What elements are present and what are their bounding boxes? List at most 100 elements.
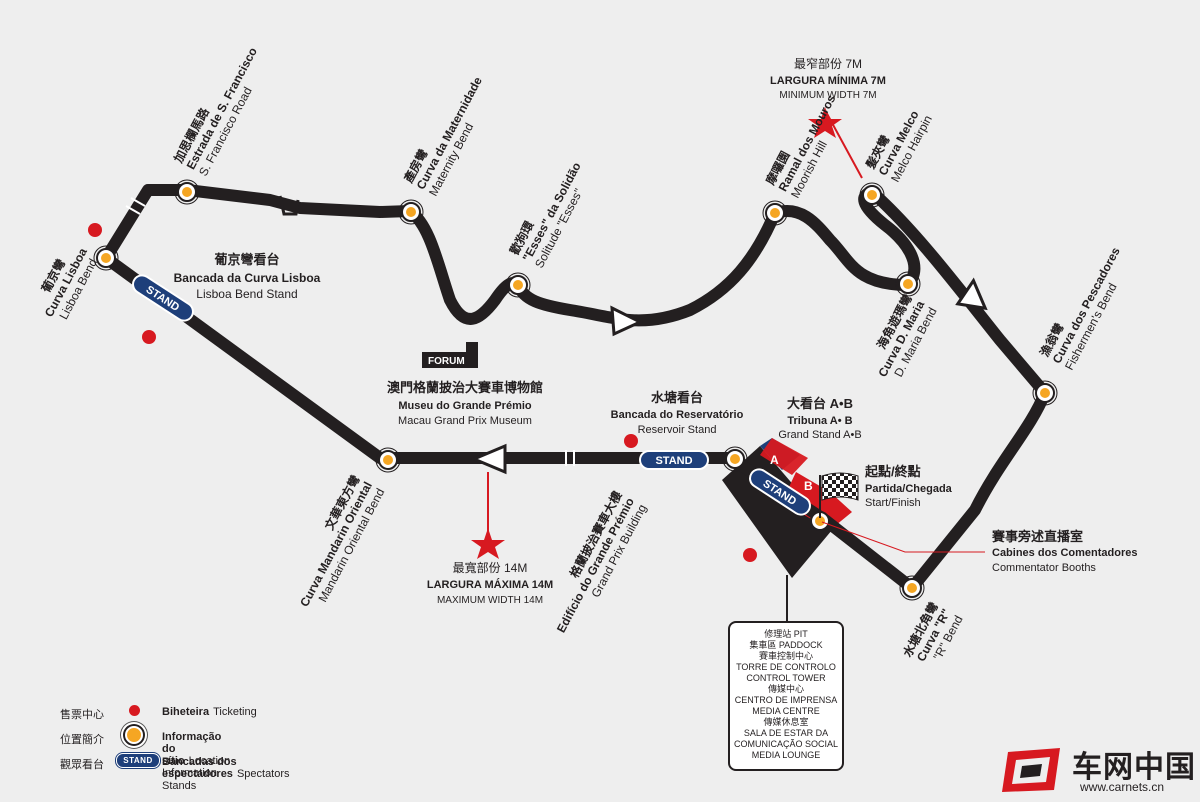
svg-text:Bancada da Curva Lisboa: Bancada da Curva Lisboa bbox=[174, 271, 321, 285]
checkered-flag-icon bbox=[819, 472, 859, 518]
logo-mark-icon bbox=[1002, 748, 1060, 792]
logo-url: www.carnets.cn bbox=[1080, 780, 1165, 794]
location-info-icon bbox=[174, 179, 200, 205]
corner-label-pescadores: 漁翁彎 Curva dos Pescadores Fishermen's Ben… bbox=[1036, 245, 1123, 373]
svg-text:Grand Stand A•B: Grand Stand A•B bbox=[778, 429, 861, 441]
label-commentator: 賽事旁述直播室 Cabines dos Comentadores Comment… bbox=[991, 529, 1137, 574]
bridge-marks bbox=[125, 195, 575, 466]
location-info-icon bbox=[375, 447, 401, 473]
ticketing-dot bbox=[743, 548, 757, 562]
track bbox=[100, 184, 1051, 594]
ticketing-icon bbox=[116, 704, 156, 720]
svg-text:賽事旁述直播室: 賽事旁述直播室 bbox=[991, 529, 1083, 544]
label-min-width: 最窄部份 7M LARGURA MÍNIMA 7M MINIMUM WIDTH … bbox=[770, 56, 886, 101]
grandstand-b-label: B bbox=[804, 479, 813, 493]
legend-en: Spectators Stands bbox=[162, 768, 290, 792]
location-info-icon bbox=[93, 245, 119, 271]
ticketing-dot bbox=[88, 223, 102, 237]
grandstand-ab: A B bbox=[760, 438, 852, 530]
pit-line: 修理站 PIT bbox=[764, 629, 808, 639]
arrow-icon bbox=[610, 305, 644, 337]
location-info-icon bbox=[859, 182, 885, 208]
svg-text:MAXIMUM WIDTH 14M: MAXIMUM WIDTH 14M bbox=[437, 595, 543, 606]
location-info-icon bbox=[116, 726, 156, 745]
svg-text:最窄部份 7M: 最窄部份 7M bbox=[794, 56, 862, 71]
pit-line: CENTRO DE IMPRENSA bbox=[734, 695, 838, 705]
corner-label-lisboa: 葡京彎 Curva Lisboa Lisboa Bend bbox=[38, 245, 101, 321]
location-info-icon bbox=[722, 446, 748, 472]
commentator-leader bbox=[821, 521, 985, 553]
svg-text:最寬部份 14M: 最寬部份 14M bbox=[453, 560, 528, 575]
ticketing-points bbox=[88, 223, 757, 562]
arrow-icon bbox=[470, 443, 507, 475]
legend-pt: Informação do sítio bbox=[162, 731, 222, 767]
info-markers bbox=[93, 179, 1058, 601]
legend-zh: 售票中心 bbox=[60, 709, 104, 721]
legend-en: Location Information bbox=[162, 755, 231, 779]
svg-text:Start/Finish: Start/Finish bbox=[865, 497, 921, 509]
pit-line: TORRE DE CONTROLO bbox=[736, 662, 836, 672]
svg-text:Macau Grand Prix Museum: Macau Grand Prix Museum bbox=[398, 415, 532, 427]
label-startfinish: 起點/終點 Partida/Chegada Start/Finish bbox=[864, 464, 953, 509]
corner-label-maternidade: 產房彎 Curva da Maternidade Maternity Bend bbox=[400, 74, 485, 198]
label-museum: 澳門格蘭披治大賽車博物館 Museu do Grande Prémio Maca… bbox=[387, 380, 543, 427]
svg-text:Tribuna A• B: Tribuna A• B bbox=[787, 415, 852, 427]
pit-line: 賽車控制中心 bbox=[758, 651, 813, 661]
label-lisboa-stand: 葡京彎看台 Bancada da Curva Lisboa Lisboa Ben… bbox=[174, 252, 321, 301]
stand-badge-icon: STAND bbox=[116, 753, 160, 770]
legend-zh: 位置簡介 bbox=[60, 734, 104, 746]
legend-pt: Bancadas dos espectadores bbox=[162, 756, 237, 780]
pit-line: CONTROL TOWER bbox=[746, 673, 826, 683]
star-icon bbox=[808, 107, 842, 138]
svg-text:Lisboa Bend Stand: Lisboa Bend Stand bbox=[196, 287, 297, 301]
pit-line: 傳媒休息室 bbox=[763, 717, 809, 727]
pit-line: COMUNICAÇÃO SOCIAL bbox=[733, 739, 838, 749]
label-reservoir: 水塘看台 Bancada do Reservatório Reservoir S… bbox=[611, 390, 744, 436]
pit-line: MEDIA CENTRE bbox=[752, 706, 820, 716]
label-max-width: 最寬部份 14M LARGURA MÁXIMA 14M MAXIMUM WIDT… bbox=[427, 560, 553, 606]
location-info-icon bbox=[899, 575, 925, 601]
corner-label-solidao: 歡狗環 "Esses" da Solidão Solitude "Esses" bbox=[506, 160, 585, 270]
svg-text:Edifício do Grande Prémio: Edifício do Grande Prémio bbox=[554, 495, 637, 635]
location-info-icon bbox=[762, 200, 788, 226]
direction-arrows bbox=[470, 277, 988, 475]
legend-en: Ticketing bbox=[213, 706, 257, 718]
location-info-icon bbox=[895, 271, 921, 297]
corner-label-gp-building: 格蘭披治賽車大樓 Edifício do Grande Prémio Grand… bbox=[554, 488, 649, 635]
stand-badge-reservoir: STAND bbox=[639, 450, 709, 470]
pit-line: SALA DE ESTAR DA bbox=[743, 728, 829, 738]
corner-label-mouros: 摩囉園 Ramal dos Mouros Moorish Hill bbox=[762, 92, 838, 200]
width-markers bbox=[471, 107, 863, 559]
svg-text:葡京彎看台: 葡京彎看台 bbox=[213, 252, 279, 267]
corner-label-r-bend: 水塘北角彎 Curva "R" "R" Bend bbox=[899, 599, 965, 663]
forum-building: FORUM bbox=[422, 342, 478, 368]
svg-text:LARGURA MÁXIMA 14M: LARGURA MÁXIMA 14M bbox=[427, 578, 553, 591]
arrow-icon bbox=[955, 277, 988, 311]
svg-text:水塘看台: 水塘看台 bbox=[651, 390, 703, 405]
corner-label-melco: 髮夾彎 Curva Melco Melco Hairpin bbox=[862, 108, 935, 184]
svg-text:Partida/Chegada: Partida/Chegada bbox=[865, 483, 953, 495]
svg-text:Commentator Booths: Commentator Booths bbox=[992, 562, 1096, 574]
corner-label-mandarin: 文華東方彎 Curva Mandarin Oriental Mandarin O… bbox=[297, 472, 387, 609]
location-info-icon bbox=[1032, 380, 1058, 406]
svg-text:起點/終點: 起點/終點 bbox=[864, 464, 921, 479]
svg-text:Bancada do Reservatório: Bancada do Reservatório bbox=[611, 409, 744, 421]
ticketing-dot bbox=[624, 434, 638, 448]
label-grandstand: 大看台 A•B Tribuna A• B Grand Stand A•B bbox=[778, 396, 861, 441]
corner-label-dmaria: 海角遊瑪彎 Curva D. Maria D. Maria Bend bbox=[873, 291, 939, 379]
pit-line: 集車區 PADDOCK bbox=[749, 640, 823, 650]
svg-text:Reservoir Stand: Reservoir Stand bbox=[638, 424, 717, 436]
legend-pt: Biheteira bbox=[162, 706, 210, 718]
pit-info-box: 修理站 PIT 集車區 PADDOCK 賽車控制中心 TORRE DE CONT… bbox=[728, 621, 844, 771]
svg-text:Cabines dos Comentadores: Cabines dos Comentadores bbox=[992, 547, 1137, 559]
location-info-icon bbox=[505, 272, 531, 298]
carnets-logo: 车网中国 www.carnets.cn bbox=[1000, 742, 1196, 798]
star-icon bbox=[471, 528, 505, 559]
corner-label-sfrancisco: 加思欄馬路 Estrada de S. Francisco S. Francis… bbox=[170, 45, 260, 178]
logo-name: 车网中国 bbox=[1072, 751, 1196, 784]
svg-text:FORUM: FORUM bbox=[428, 356, 465, 367]
svg-text:MINIMUM WIDTH 7M: MINIMUM WIDTH 7M bbox=[779, 90, 876, 101]
legend-zh: 觀眾看台 bbox=[60, 759, 104, 771]
grandstand-a-label: A bbox=[770, 453, 779, 467]
svg-text:Museu do Grande Prémio: Museu do Grande Prémio bbox=[398, 400, 532, 412]
